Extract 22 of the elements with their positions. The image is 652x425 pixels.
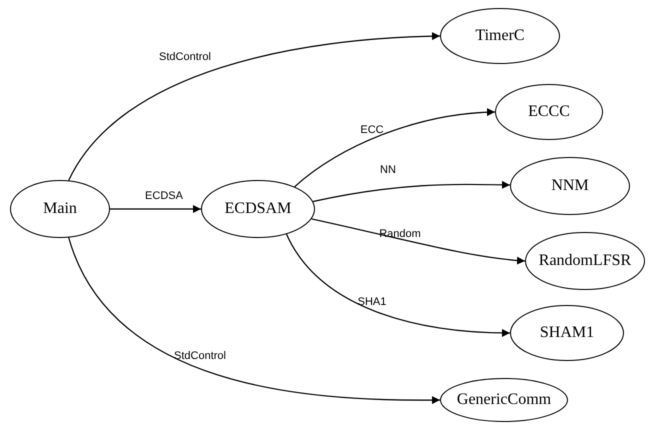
arrow [312,180,510,202]
arrow [311,218,526,264]
arrow [68,237,440,404]
edge-label: StdControl [159,51,211,63]
module-name: ECCC [528,103,570,121]
edge-label: SHA1 [358,296,386,308]
arrow [110,205,201,213]
module-name: TimerC [475,27,525,45]
edge-label: Random [379,228,421,240]
edge-label: ECDSA [145,190,183,202]
arrow [286,234,510,337]
edge-label: StdControl [174,350,226,362]
arrow [294,108,496,188]
module-name: ECDSAM [224,200,292,218]
module-name: Main [43,200,77,218]
module-name: RandomLFSR [538,252,632,270]
edge-label: ECC [360,124,384,136]
module-name: SHAM1 [540,324,594,342]
arrow [68,32,440,181]
edge-label: NN [380,164,396,176]
module-name: GenericComm [456,391,552,409]
module-name: NNM [551,177,589,195]
